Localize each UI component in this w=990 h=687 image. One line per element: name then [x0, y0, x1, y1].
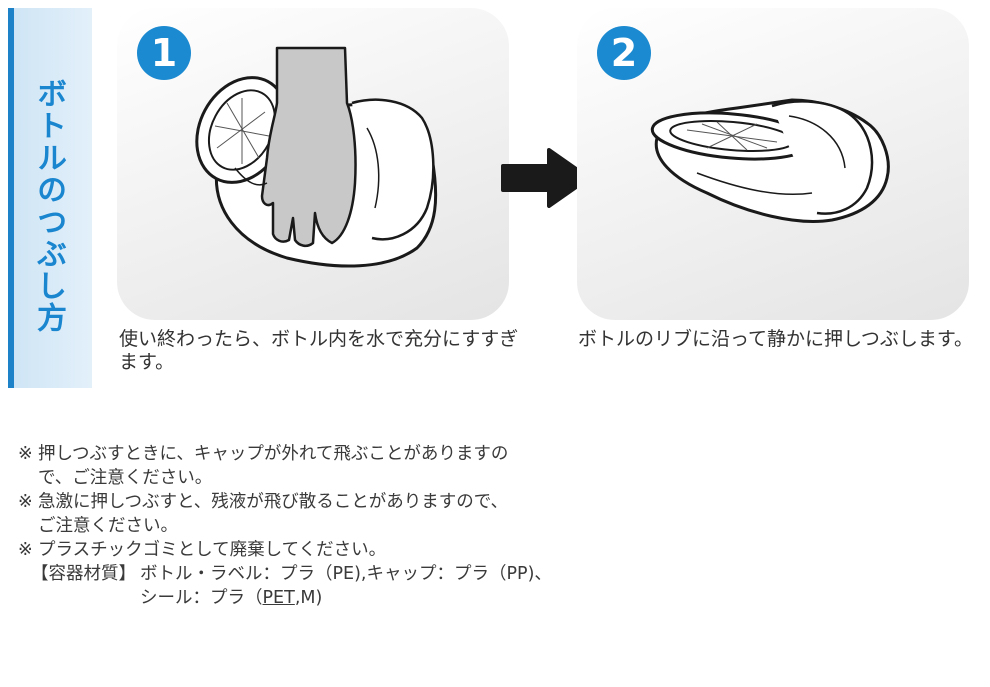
- material-line-2: シール：プラ（PET,M): [140, 588, 323, 608]
- right-arrow-icon: [501, 148, 591, 208]
- step-1-caption: 使い終わったら、ボトル内を水で充分にすすぎます。: [119, 328, 519, 373]
- note-1: ※押しつぶすときに、キャップが外れて飛ぶことがありますの: [18, 444, 509, 464]
- side-tab: ボトルのつぶし方: [8, 8, 92, 388]
- material-info: 【容器材質】 ボトル・ラベル：プラ（PE),キャップ：プラ（PP)、 シール：プ…: [18, 562, 638, 610]
- notes-section: ※押しつぶすときに、キャップが外れて飛ぶことがありますの で、ご注意ください。 …: [18, 442, 638, 610]
- material-line-1: ボトル・ラベル：プラ（PE),キャップ：プラ（PP)、: [140, 564, 552, 584]
- note-2-cont: ご注意ください。: [38, 516, 178, 536]
- step-2-panel: 2: [577, 8, 969, 320]
- step-2-caption: ボトルのリブに沿って静かに押しつぶします。: [578, 328, 974, 350]
- step-1-badge: 1: [137, 26, 191, 80]
- bottle-rinse-icon: [195, 46, 438, 268]
- note-3: ※プラスチックゴミとして廃棄してください。: [18, 540, 387, 560]
- step-1-panel: 1: [117, 8, 509, 320]
- section-title: ボトルのつぶし方: [31, 78, 66, 334]
- note-1-cont: で、ご注意ください。: [38, 468, 213, 488]
- note-2: ※急激に押しつぶすと、残液が飛び散ることがありますので、: [18, 492, 509, 512]
- step-2-badge: 2: [597, 26, 651, 80]
- material-label: 【容器材質】: [31, 564, 136, 584]
- bottle-crushed-icon: [650, 98, 890, 223]
